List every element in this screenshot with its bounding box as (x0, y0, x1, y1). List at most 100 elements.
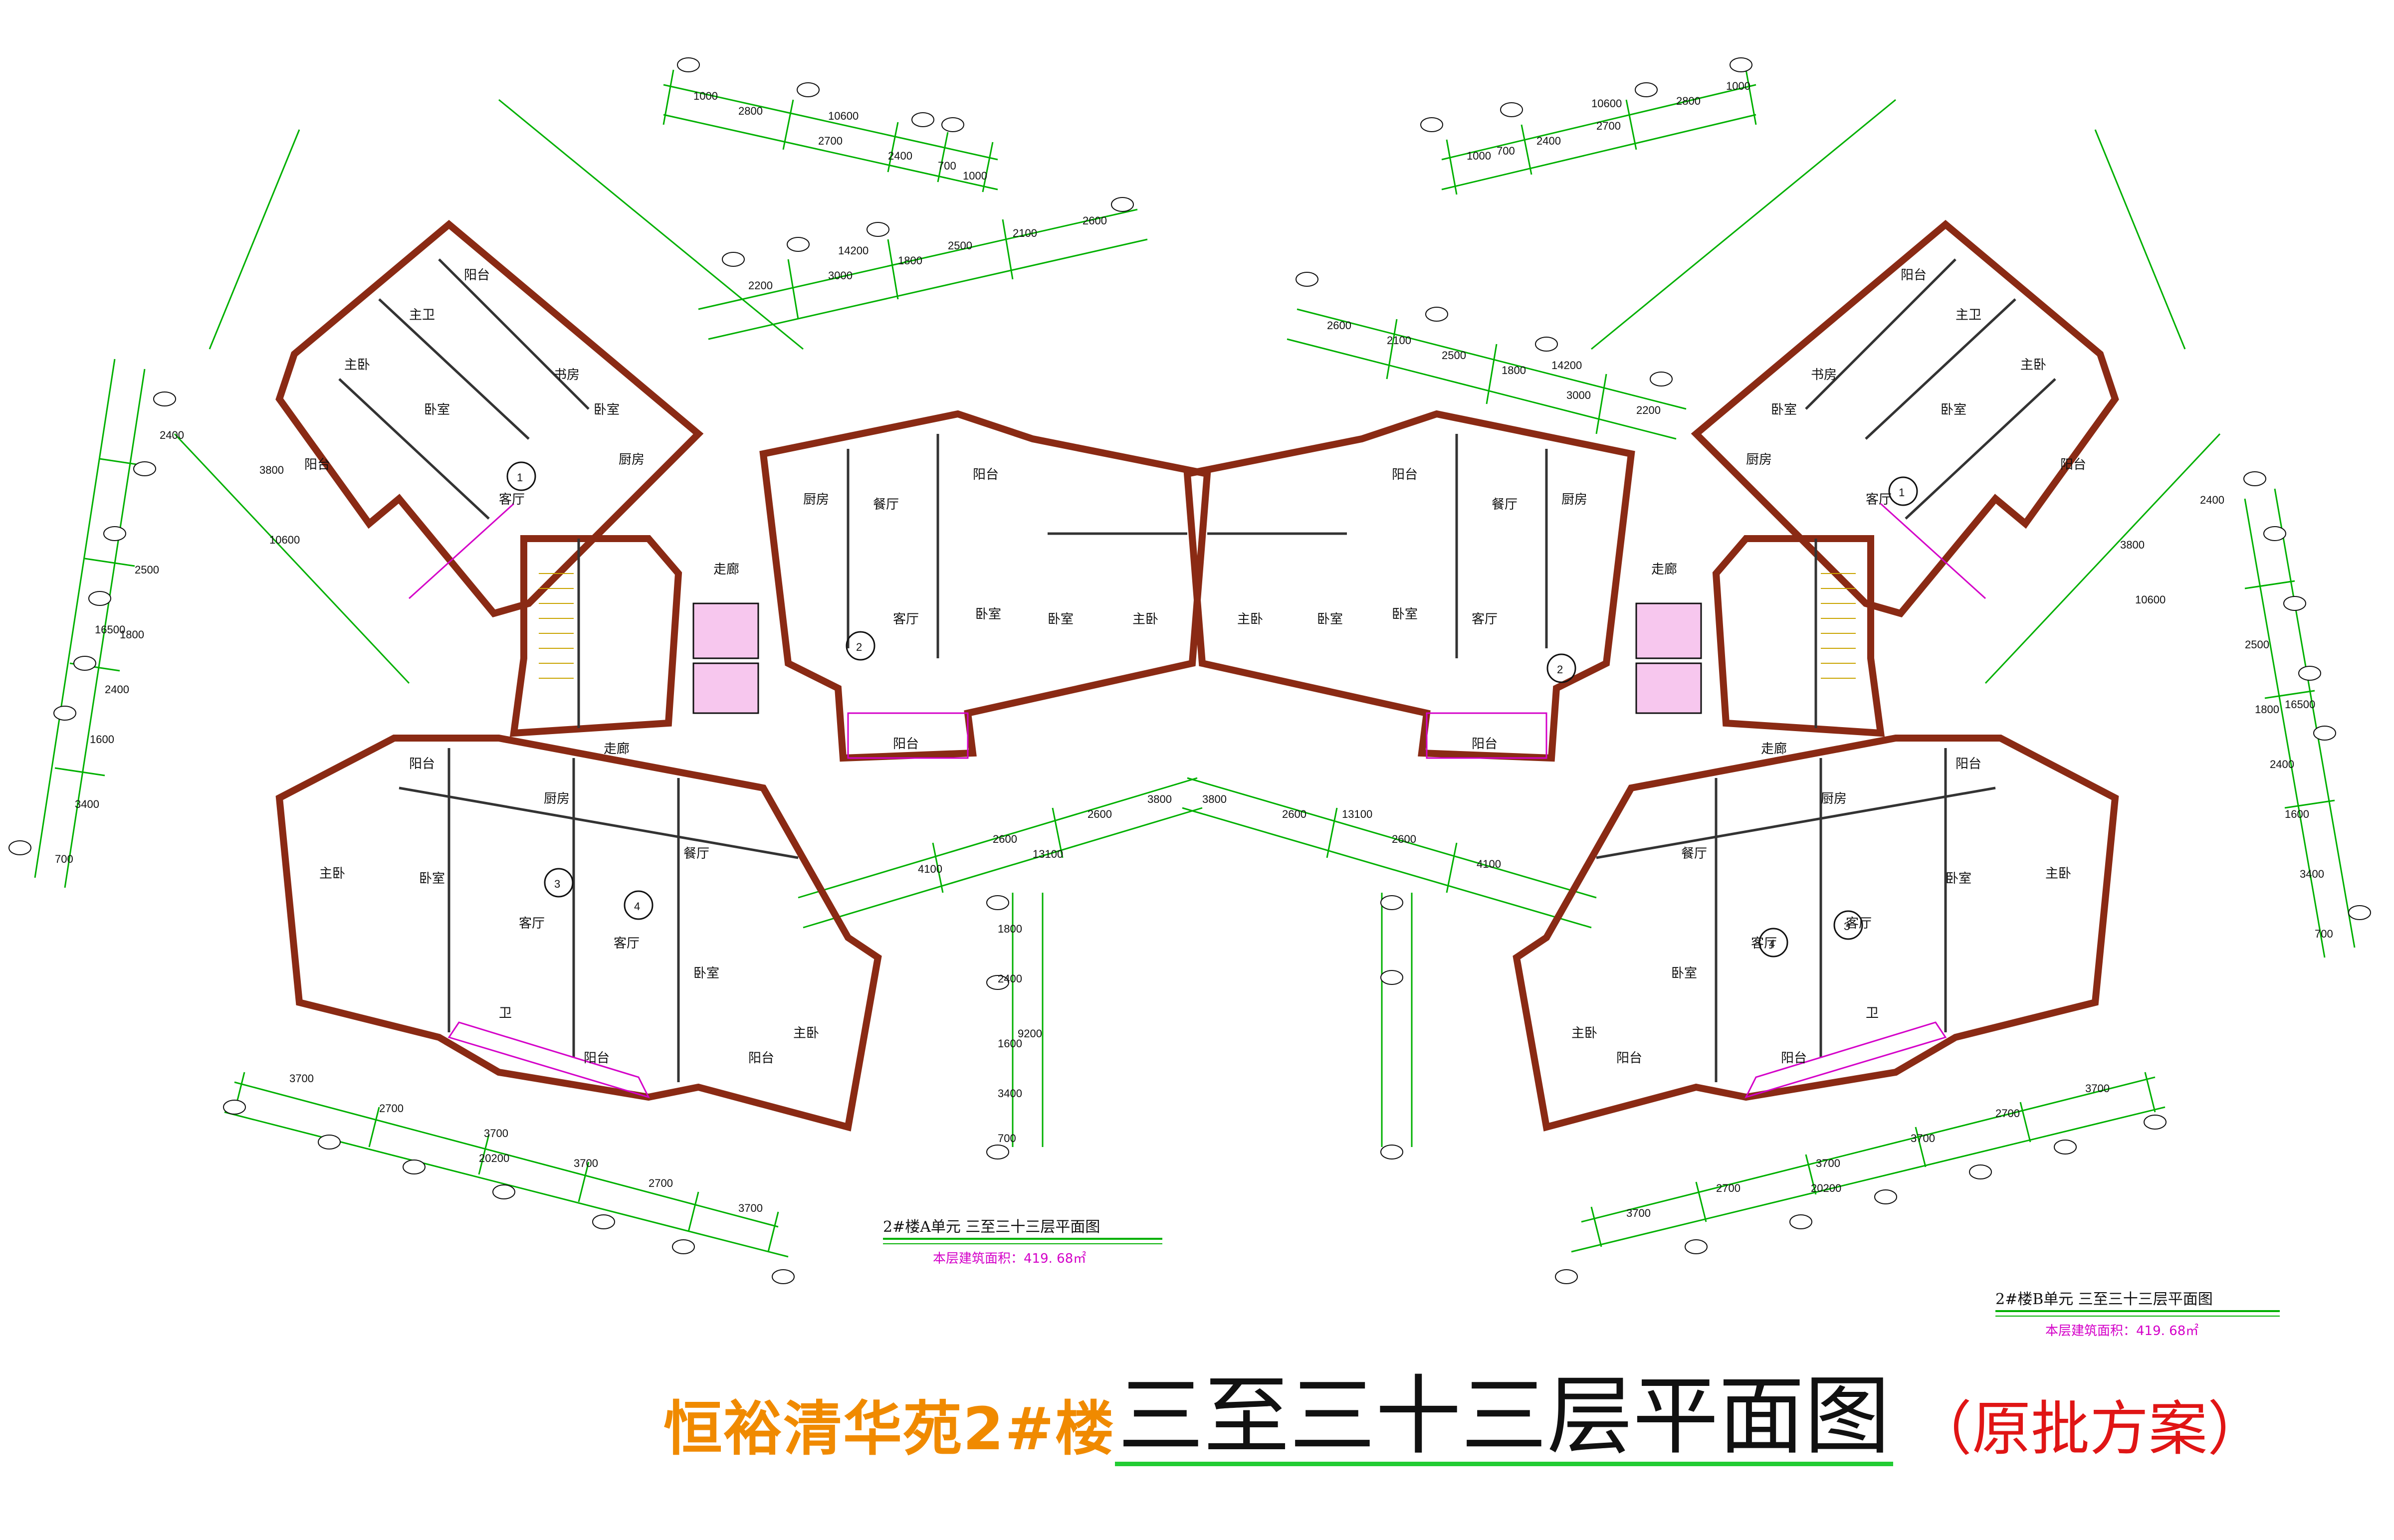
dim-value: 20200 (1811, 1182, 1841, 1194)
dim-value: 2700 (818, 135, 843, 147)
room-label-master: 主卧 (344, 358, 370, 373)
room-label-balcony: 阳台 (973, 467, 999, 482)
dim-value: 3400 (998, 1087, 1022, 1100)
dim-value: 2200 (748, 279, 773, 292)
dim-value: 1000 (1467, 150, 1491, 162)
room-label-balcony: 阳台 (893, 737, 919, 752)
dim-value: 14200 (838, 244, 869, 257)
dim-value: 3400 (75, 798, 99, 810)
dim-value: 3700 (1626, 1207, 1651, 1219)
dim-value: 700 (1497, 145, 1515, 157)
dim-value: 3700 (574, 1157, 598, 1169)
unit-number: 1 (517, 471, 523, 484)
page-title: 三至三十三层平面图 (1114, 1371, 1893, 1466)
dim-value: 1800 (998, 923, 1022, 935)
dim-value: 2700 (1995, 1107, 2020, 1120)
room-label-bedroom: 卧室 (693, 966, 719, 981)
dim-value: 2400 (160, 429, 184, 441)
dim-value: 2500 (2245, 638, 2269, 651)
dim-value: 2800 (1676, 95, 1701, 107)
room-label-corridor: 走廊 (604, 742, 630, 757)
dim-value: 20200 (479, 1152, 509, 1164)
dim-value: 10600 (2135, 593, 2166, 606)
dim-value: 3800 (1147, 793, 1172, 805)
room-label-toilet: 卫 (499, 1006, 512, 1021)
dim-value: 3700 (484, 1127, 508, 1140)
dim-value: 2400 (2270, 758, 2294, 770)
dim-value: 10600 (828, 110, 859, 122)
unit-subtitles: 2#楼A单元 三至三十三层平面图 本层建筑面积：419. 68㎡ 2#楼B单元 … (883, 1218, 2280, 1339)
room-label-master: 主卧 (1132, 612, 1158, 627)
dim-value: 1800 (1502, 364, 1526, 377)
room-label-living: 客厅 (1846, 916, 1872, 931)
dim-value: 16500 (95, 623, 125, 636)
dim-value: 3700 (1816, 1157, 1840, 1169)
room-label-bedroom: 卧室 (1317, 612, 1343, 627)
dim-value: 1600 (998, 1037, 1022, 1050)
room-label-study: 书房 (1811, 368, 1837, 383)
room-label-study: 书房 (554, 368, 580, 383)
dim-value: 10600 (269, 534, 300, 546)
dim-value: 4100 (1477, 858, 1501, 870)
room-label-master: 主卧 (793, 1026, 819, 1041)
room-label-bedroom: 卧室 (1941, 402, 1966, 417)
unit-number: 1 (1899, 486, 1905, 499)
dimension-lines (34, 69, 2356, 1258)
room-label-balcony: 阳台 (584, 1051, 610, 1066)
dim-value: 700 (938, 160, 956, 172)
area-unit-b: 本层建筑面积：419. 68㎡ (2045, 1324, 2198, 1339)
room-label-master: 主卧 (1237, 612, 1263, 627)
elevator-shafts (692, 602, 1702, 714)
room-label-bedroom: 卧室 (975, 607, 1001, 622)
room-label-living: 客厅 (1751, 936, 1777, 951)
dim-value: 2200 (1636, 404, 1661, 416)
axis-bubbles (8, 57, 2371, 1284)
dim-value: 2600 (1282, 808, 1306, 820)
dim-value: 13100 (1033, 848, 1063, 860)
room-label-bedroom: 卧室 (419, 871, 445, 886)
dim-value: 3800 (259, 464, 284, 476)
room-label-living: 客厅 (893, 612, 919, 627)
area-unit-a: 本层建筑面积：419. 68㎡ (933, 1251, 1086, 1266)
room-label-balcony: 阳台 (409, 757, 435, 771)
room-label-dining: 餐厅 (873, 497, 899, 512)
dim-value: 1000 (693, 90, 718, 102)
dim-value: 14200 (1551, 359, 1582, 372)
room-label-bedroom: 卧室 (1671, 966, 1697, 981)
room-label-bedroom: 卧室 (1946, 871, 1971, 886)
room-label-balcony: 阳台 (1472, 737, 1498, 752)
subtitle-unit-b: 2#楼B单元 三至三十三层平面图 (1995, 1291, 2213, 1308)
dim-value: 2600 (993, 833, 1017, 845)
room-label-balcony: 阳台 (464, 268, 490, 283)
room-label-dining: 餐厅 (683, 846, 709, 861)
room-label-toilet: 卫 (1866, 1006, 1879, 1021)
dim-value: 9200 (1018, 1027, 1042, 1040)
dim-value: 1800 (2255, 703, 2279, 716)
dim-value: 2500 (1442, 349, 1466, 362)
room-labels: 主卧 卧室 客厅 书房 卧室 厨房 阳台 主卫 阳台 厨房 餐厅 客厅 卧室 卧… (304, 268, 2086, 1066)
room-label-living: 客厅 (614, 936, 640, 951)
room-label-balcony: 阳台 (748, 1051, 774, 1066)
dim-value: 1600 (90, 733, 114, 746)
dim-value: 2400 (888, 150, 912, 162)
stairwells (539, 573, 1856, 679)
room-label-kitchen: 厨房 (803, 492, 829, 507)
room-label-balcony: 阳台 (1956, 757, 1981, 771)
subtitle-unit-a: 2#楼A单元 三至三十三层平面图 (883, 1218, 1100, 1236)
dim-value: 2700 (649, 1177, 673, 1189)
dim-value: 3700 (738, 1202, 763, 1214)
room-label-master: 主卧 (1571, 1026, 1597, 1041)
dim-value: 3400 (2300, 868, 2324, 880)
unit-number: 4 (1769, 938, 1775, 950)
dim-value: 2700 (1596, 120, 1621, 132)
dim-value: 1000 (963, 170, 987, 182)
room-label-living: 客厅 (1472, 612, 1498, 627)
dim-value: 3700 (1911, 1132, 1935, 1145)
room-label-balcony: 阳台 (2060, 457, 2086, 472)
unit-number: 2 (856, 641, 862, 653)
dim-value: 3700 (289, 1072, 314, 1085)
dim-value: 2500 (135, 564, 159, 576)
room-label-kitchen: 厨房 (1561, 492, 1587, 507)
dim-value: 2500 (948, 239, 972, 252)
